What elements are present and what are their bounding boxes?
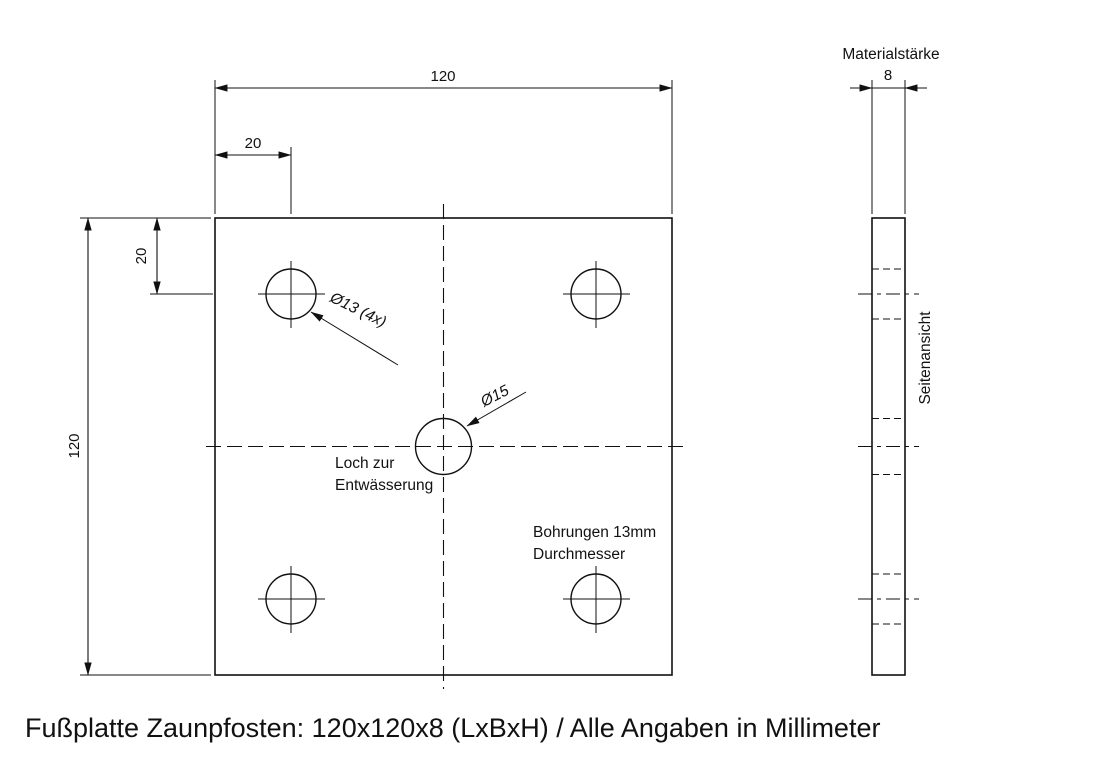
side-view-heading: Materialstärke [842,46,939,63]
dim-hole-offset-y: 20 [133,217,213,295]
side-view: 8 Materialstärke Seitenansicht [842,46,940,676]
dim-thickness-value: 8 [884,67,892,84]
drawing-title: Fußplatte Zaunpfosten: 120x120x8 (LxBxH)… [25,713,880,743]
dim-plate-height: 120 [66,217,211,676]
dim-plate-width-value: 120 [430,68,455,85]
leader-bolt-hole-diameter: Ø13 (4x) [310,289,399,366]
dim-plate-height-value: 120 [66,433,83,458]
leader-line [466,391,527,427]
drain-hole [414,417,473,476]
dim-hole-offset-x: 20 [214,135,292,214]
dim-hole-offset-x-value: 20 [245,135,262,152]
bolt-note-line2: Durchmesser [533,546,625,563]
leader-line [310,311,399,366]
drain-note-line2: Entwässerung [335,477,433,494]
dim-hole-offset-y-value: 20 [133,248,150,265]
drain-note-line1: Loch zur [335,455,394,472]
drain-hole-diameter-label: Ø15 [477,382,512,411]
bolt-note-line1: Bohrungen 13mm [533,524,656,541]
leader-drain-hole-diameter: Ø15 [466,382,527,427]
dim-plate-width: 120 [214,68,673,214]
side-view-label: Seitenansicht [917,311,934,405]
dim-thickness: 8 [850,67,927,214]
bolt-hole-diameter-label: Ø13 (4x) [326,289,389,331]
top-view [206,204,684,689]
